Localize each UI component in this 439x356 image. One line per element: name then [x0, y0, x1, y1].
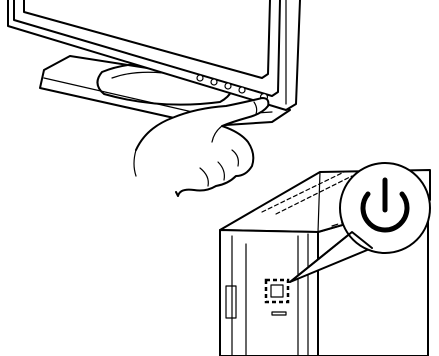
monitor-button	[239, 87, 245, 93]
tower-power-button	[271, 285, 283, 297]
tower-drive-slot	[272, 312, 286, 315]
monitor-button	[197, 75, 203, 81]
monitor-button	[225, 83, 231, 89]
tower-front	[220, 230, 318, 356]
monitor-button	[211, 79, 217, 85]
